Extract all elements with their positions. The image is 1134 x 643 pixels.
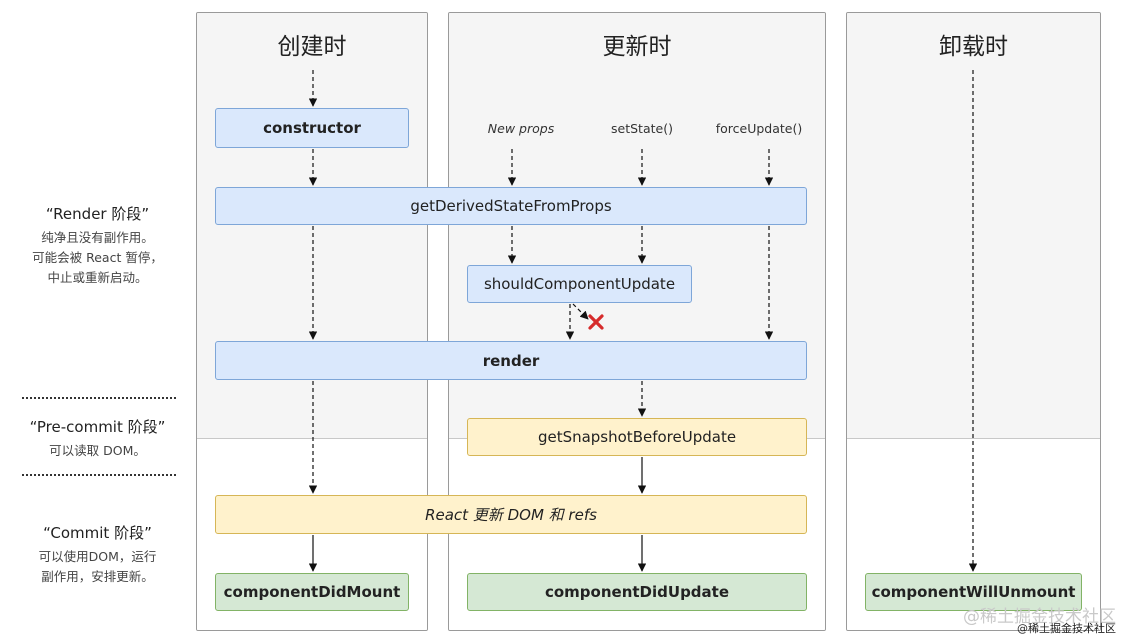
- commit-phase-desc-1: 可以使用DOM，运行: [38, 549, 157, 564]
- trigger-new-props: New props: [487, 121, 555, 136]
- precommit-phase-label: “Pre-commit 阶段” 可以读取 DOM。: [0, 416, 195, 461]
- should-component-update-node: shouldComponentUpdate: [467, 265, 692, 303]
- render-area: [847, 13, 1100, 438]
- render-phase-desc-1: 纯净且没有副作用。: [41, 230, 154, 245]
- column-title-unmount: 卸载时: [939, 34, 1008, 60]
- render-phase-title: “Render 阶段”: [45, 205, 150, 223]
- render-phase-desc-3: 中止或重新启动。: [47, 270, 148, 285]
- commit-phase-desc-2: 副作用，安排更新。: [41, 569, 154, 584]
- component-did-update-node: componentDidUpdate: [467, 573, 807, 611]
- column-create: 创建时: [196, 12, 428, 631]
- react-update-dom-node: React 更新 DOM 和 refs: [215, 495, 807, 534]
- precommit-phase-desc-1: 可以读取 DOM。: [49, 443, 146, 458]
- column-unmount: 卸载时: [846, 12, 1101, 631]
- commit-phase-label: “Commit 阶段” 可以使用DOM，运行 副作用，安排更新。: [0, 522, 195, 587]
- column-title-create: 创建时: [277, 34, 347, 60]
- render-phase-desc-2: 可能会被 React 暂停，: [32, 250, 163, 265]
- get-derived-state-node: getDerivedStateFromProps: [215, 187, 807, 225]
- trigger-set-state: setState(): [611, 121, 673, 136]
- column-title-update: 更新时: [602, 34, 672, 60]
- column-update: 更新时: [448, 12, 826, 631]
- constructor-node: constructor: [215, 108, 409, 148]
- precommit-phase-title: “Pre-commit 阶段”: [29, 418, 166, 436]
- render-node: render: [215, 341, 807, 380]
- trigger-force-update: forceUpdate(): [715, 121, 803, 136]
- component-did-mount-node: componentDidMount: [215, 573, 409, 611]
- render-phase-label: “Render 阶段” 纯净且没有副作用。 可能会被 React 暂停， 中止或…: [0, 203, 195, 288]
- component-will-unmount-node: componentWillUnmount: [865, 573, 1082, 611]
- get-snapshot-node: getSnapshotBeforeUpdate: [467, 418, 807, 456]
- watermark-small: @稀土掘金技术社区: [1017, 622, 1116, 635]
- phase-divider-2: [22, 474, 176, 476]
- commit-phase-title: “Commit 阶段”: [43, 524, 152, 542]
- phase-divider-1: [22, 397, 176, 399]
- watermark: @稀土掘金技术社区: [963, 607, 1116, 627]
